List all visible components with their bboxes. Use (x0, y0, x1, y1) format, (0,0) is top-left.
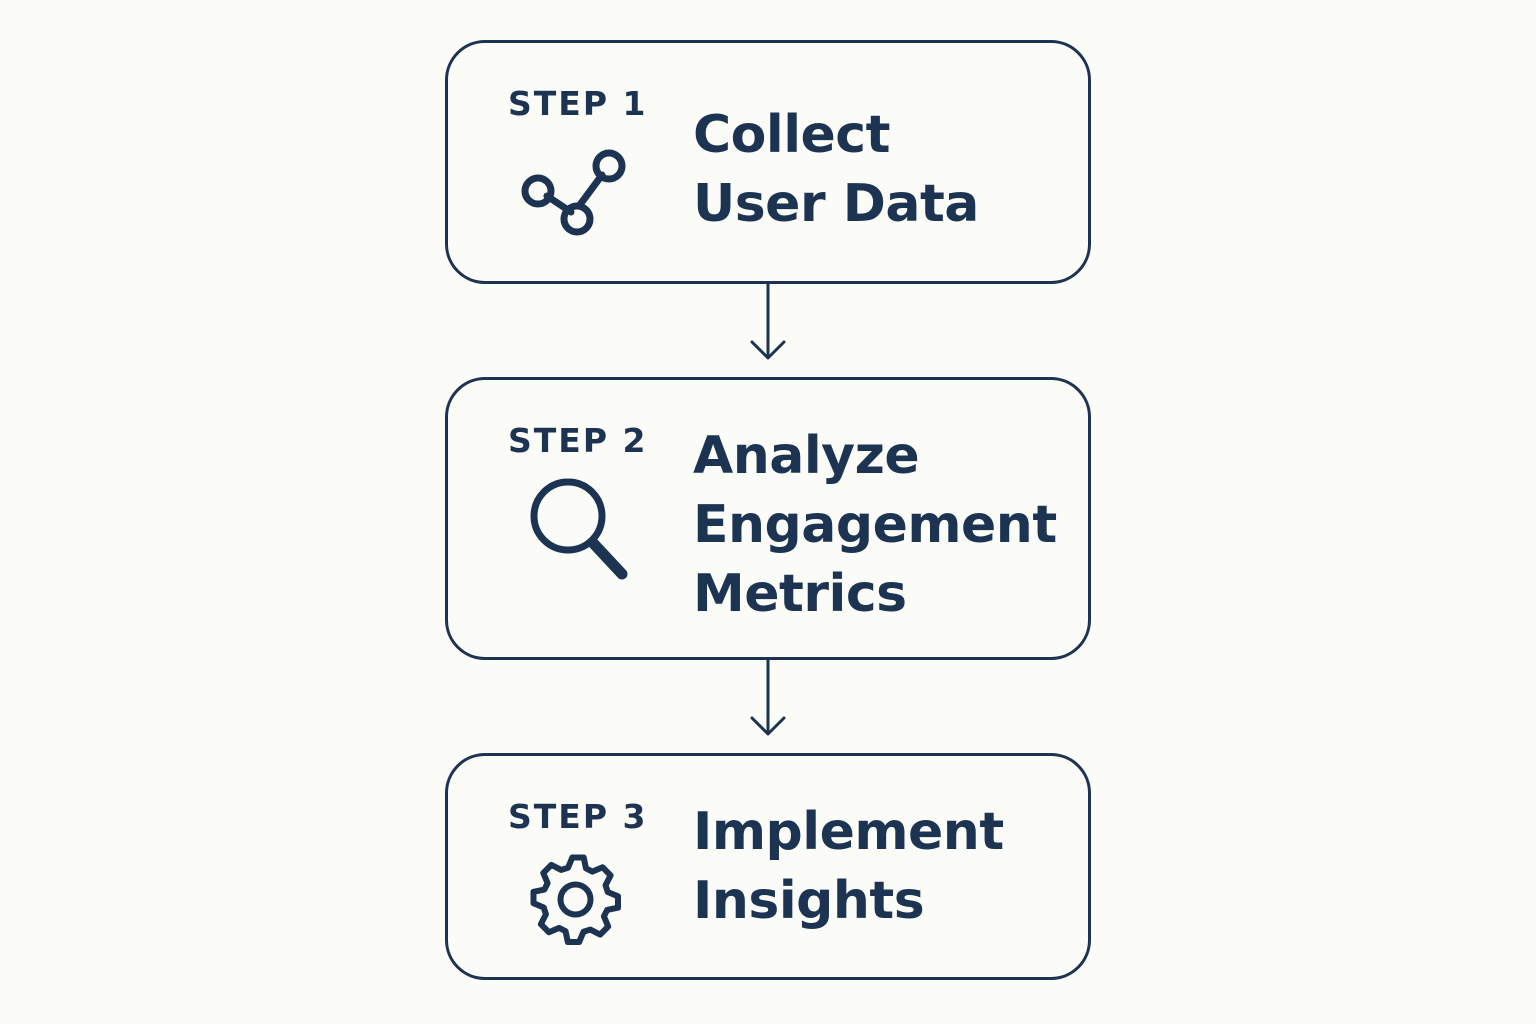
step-1-label: STEP 1 (508, 84, 648, 123)
step-2-label: STEP 2 (508, 421, 648, 460)
step-1-title: Collect User Data (693, 105, 979, 234)
magnifier-icon (530, 478, 628, 580)
step-2-box: STEP 2 Analyze Engagement Metrics (445, 377, 1091, 660)
arrow-down-connector (750, 660, 786, 736)
step-1-box: STEP 1 Collect User Data (445, 40, 1091, 284)
gear-icon (530, 854, 621, 945)
share-nodes-icon (521, 149, 626, 236)
arrow-down-connector (750, 284, 786, 360)
step-2-title: Analyze Engagement Metrics (693, 426, 1057, 624)
step-3-title: Implement Insights (693, 802, 1004, 931)
step-3-box: STEP 3 Implement Insights (445, 753, 1091, 980)
step-3-label: STEP 3 (508, 797, 648, 836)
